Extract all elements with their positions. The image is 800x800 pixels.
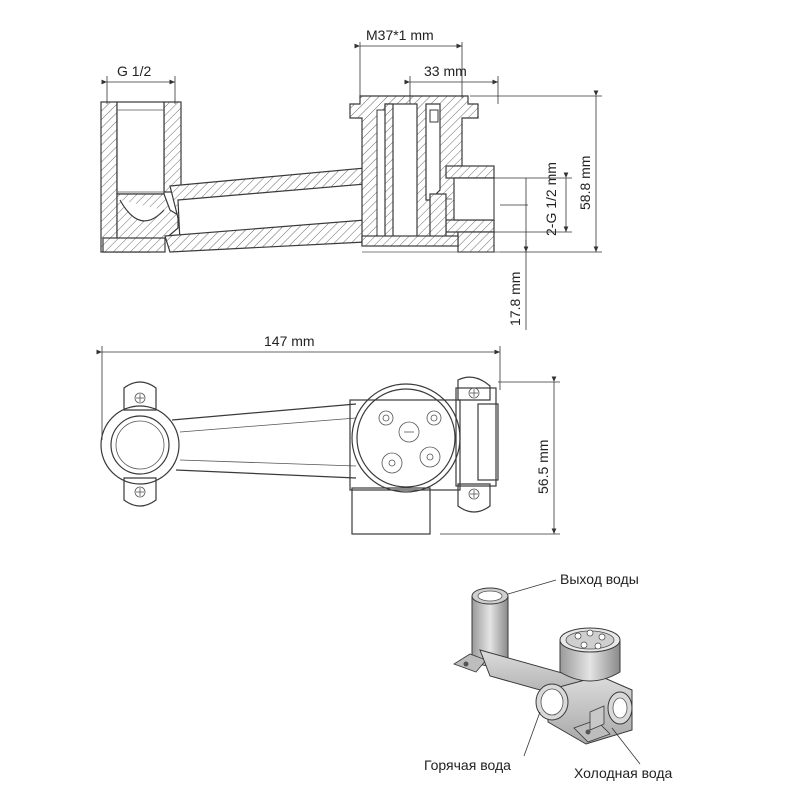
plan-view: 147 mm 56.5 mm xyxy=(96,333,560,535)
dim-58-8: 58.8 mm xyxy=(577,156,593,210)
dim-2g-half: 2-G 1/2 mm xyxy=(543,162,559,236)
label-hot-water: Горячая вода xyxy=(424,757,511,773)
label-cold-water: Холодная вода xyxy=(574,765,673,781)
dim-33: 33 mm xyxy=(424,63,467,79)
dim-m37: M37*1 mm xyxy=(366,27,434,43)
section-view: G 1/2 M37*1 mm 33 mm 58.8 mm 2-G 1/2 mm … xyxy=(100,27,602,330)
dim-g-half: G 1/2 xyxy=(117,63,151,79)
dim-56-5: 56.5 mm xyxy=(535,440,551,494)
label-outlet: Выход воды xyxy=(560,571,639,587)
iso-view: Выход воды Горячая вода Холодная вода xyxy=(424,571,673,781)
dim-17-8: 17.8 mm xyxy=(507,272,523,326)
dim-147: 147 mm xyxy=(264,333,315,349)
